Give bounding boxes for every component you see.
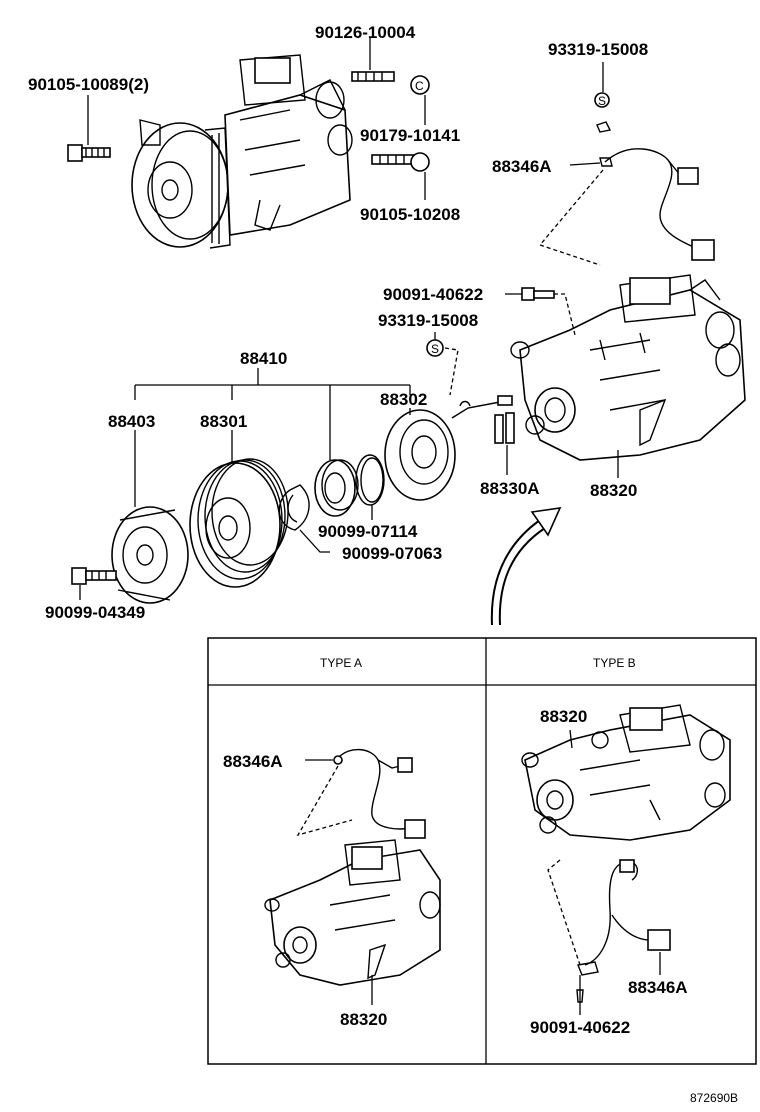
bolt-90105-10089 <box>67 144 111 162</box>
sensor-88346A-top: S <box>594 92 715 261</box>
label-90099-04349: 90099-04349 <box>45 603 145 622</box>
bolt-90091-40622-mid <box>521 287 555 301</box>
type-a-sensor <box>333 748 426 839</box>
label-90105-10089: 90105-10089(2) <box>28 75 149 94</box>
field-coil-88302 <box>384 395 513 501</box>
screw-93319-15008-mid: S <box>426 339 444 357</box>
label-88320-type-a: 88320 <box>340 1010 387 1029</box>
label-90091-40622-type-b: 90091-40622 <box>530 1018 630 1037</box>
nut-90179-10141: C <box>410 75 430 95</box>
compressor-88320 <box>510 274 746 461</box>
label-88403: 88403 <box>108 412 155 431</box>
symbol-s-top: S <box>598 94 606 108</box>
type-b-compressor <box>521 704 731 841</box>
assembled-compressor-top <box>131 54 353 249</box>
label-90105-10208: 90105-10208 <box>360 205 460 224</box>
label-88320-main: 88320 <box>590 481 637 500</box>
type-b-header: TYPE B <box>593 656 636 670</box>
label-90126-10004: 90126-10004 <box>315 23 416 42</box>
type-variants-box <box>207 637 757 1065</box>
type-b-sensor <box>577 859 671 976</box>
type-a-header: TYPE A <box>320 656 362 670</box>
label-88330A: 88330A <box>480 479 540 498</box>
label-90099-07063: 90099-07063 <box>342 544 442 563</box>
label-88410: 88410 <box>240 349 287 368</box>
bolt-90099-04349 <box>71 567 117 585</box>
bolts-88330A <box>494 412 515 444</box>
label-90091-40622-mid: 90091-40622 <box>383 285 483 304</box>
label-88301: 88301 <box>200 412 247 431</box>
label-88320-type-b: 88320 <box>540 707 587 726</box>
symbol-s-mid: S <box>431 342 439 356</box>
label-93319-15008-mid: 93319-15008 <box>378 311 478 330</box>
label-90179-10141: 90179-10141 <box>360 126 460 145</box>
bolt-90105-10208 <box>371 152 430 172</box>
label-88346A-type-b: 88346A <box>628 978 688 997</box>
bolt-90126-10004 <box>351 71 395 82</box>
nut-symbol-c: C <box>415 79 424 93</box>
bearing <box>314 459 359 517</box>
label-90099-07114: 90099-07114 <box>318 522 418 541</box>
pressure-plate-88403 <box>111 506 189 604</box>
label-88302: 88302 <box>380 390 427 409</box>
ring-90099-07114 <box>355 454 385 506</box>
type-a-compressor <box>264 839 441 986</box>
direction-arrow <box>490 507 562 626</box>
diagram-reference-code: 872690B <box>690 1091 738 1105</box>
pulley-88301 <box>189 458 289 588</box>
label-88346A-top: 88346A <box>492 157 552 176</box>
snap-ring-90099-07063 <box>278 484 310 531</box>
label-88346A-type-a: 88346A <box>223 752 283 771</box>
label-93319-15008-top: 93319-15008 <box>548 40 648 59</box>
